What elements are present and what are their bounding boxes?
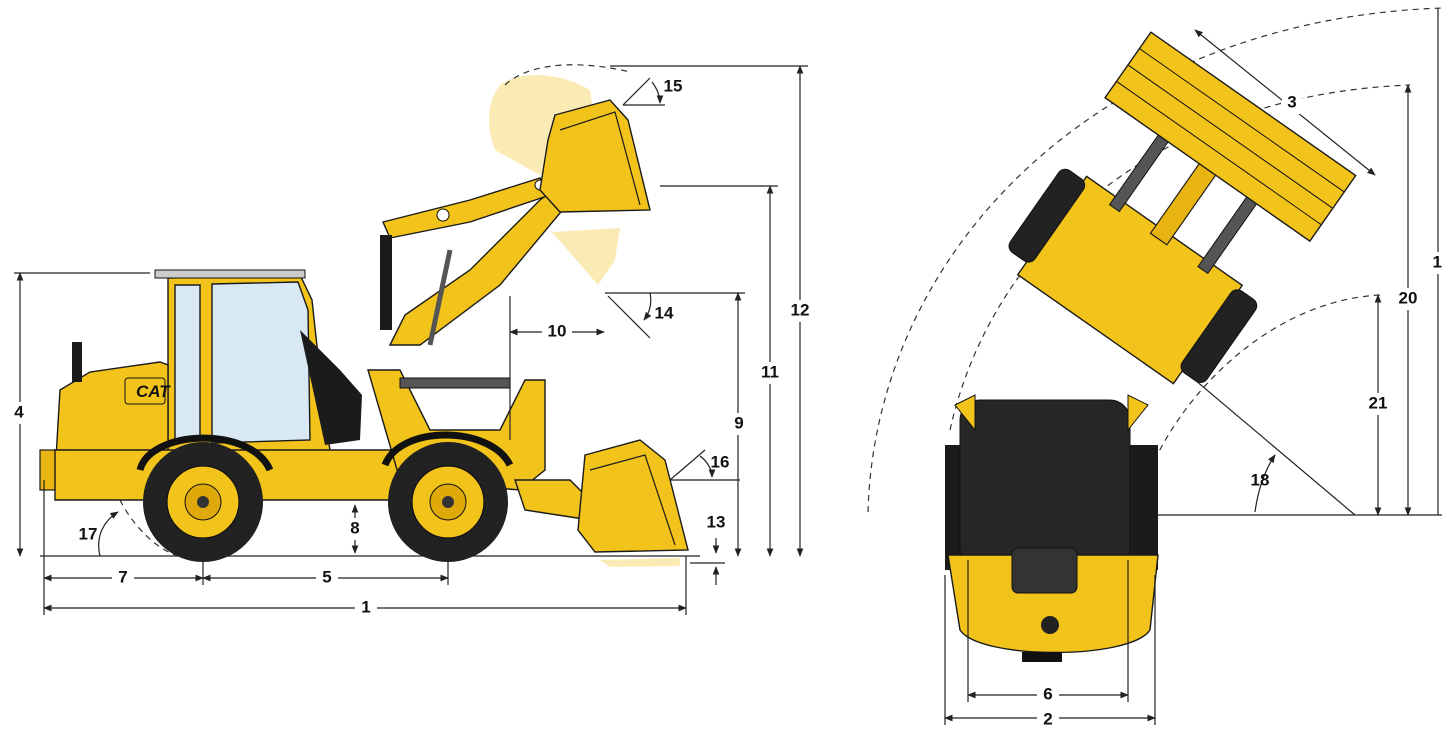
dim-label-17: 17 [79,524,98,543]
cab-door-window [211,281,311,444]
right-arm-cylinder [1197,192,1261,275]
dim-label-1: 1 [361,597,370,616]
lift-cylinder-rod [427,249,453,346]
dim-label-10: 10 [548,321,567,340]
dim-label-21: 21 [1369,393,1388,412]
dim-arc-14 [643,292,652,321]
lower-lift-arm [514,479,591,521]
dim-label-15: 15 [664,76,683,95]
rear-bumper [1022,652,1062,662]
right-front-tire-icon [1180,289,1258,384]
dim-angle-14-line [607,295,651,339]
dim-arc-15 [651,81,664,104]
outer-turn-arc [867,7,1442,513]
top-view: 6 2 3 18 21 20 19 [867,7,1442,728]
cat-logo-badge [124,377,166,405]
dim-label-12: 12 [791,300,810,319]
dim-label-5: 5 [322,567,331,586]
dim-label-16: 16 [711,452,730,471]
dim-arc-17 [98,511,119,557]
tilt-cylinder [380,235,392,330]
raised-bucket [539,99,651,213]
dim-label-14: 14 [655,303,674,322]
left-front-tire-icon [1008,168,1086,263]
dim-label-11: 11 [761,362,779,381]
front-window-dark [300,330,362,445]
rear-wheel-icon [143,442,263,562]
lower-cylinder [399,377,511,389]
center-arm [1149,158,1220,246]
dim-label-3: 3 [1287,92,1296,111]
front-fender [381,431,514,467]
inner-turn-arc [1149,294,1381,471]
dim-label-13: 13 [707,512,726,531]
dim-label-2: 2 [1043,709,1052,728]
front-frame [1008,31,1357,385]
dim-label-18: 18 [1251,470,1270,489]
ghost-dump-bucket-icon [552,228,620,285]
rear-fender [136,434,274,472]
ground-bucket [577,439,689,553]
left-arm-cylinder [1108,130,1172,213]
dim-label-20: 20 [1399,288,1418,307]
front-wheel-icon [388,442,508,562]
cab-roof-top [959,399,1131,571]
dim-label-6: 6 [1043,684,1052,703]
ghost-ground-bucket-icon [600,558,680,567]
cab-roof [154,269,306,279]
radius-line [1194,379,1356,516]
engine-grille [1011,547,1078,594]
dim-arc-18 [1254,454,1276,513]
tow-hitch-icon [1041,616,1059,634]
cab-rear-window [174,284,201,441]
right-mirror-icon [1127,394,1149,432]
dim-label-7: 7 [118,567,127,586]
tilt-arc-bottom [119,499,176,556]
tilt-arc-top [504,64,631,86]
dim-label-19: 19 [1433,252,1442,271]
cat-logo-text: CAT [136,382,171,401]
dim-angle-16-line [669,449,706,481]
dim-label-8: 8 [350,518,359,537]
dim-label-4: 4 [14,402,24,421]
dim-label-9: 9 [734,413,743,432]
exhaust-stack [72,342,82,382]
pivot-pin [436,208,450,222]
left-mirror-icon [954,394,976,432]
middle-turn-arc [949,84,1411,431]
side-view: CAT 1 [8,64,813,618]
dim-arc-16 [699,455,716,478]
dim-angle-15-line [622,77,651,106]
